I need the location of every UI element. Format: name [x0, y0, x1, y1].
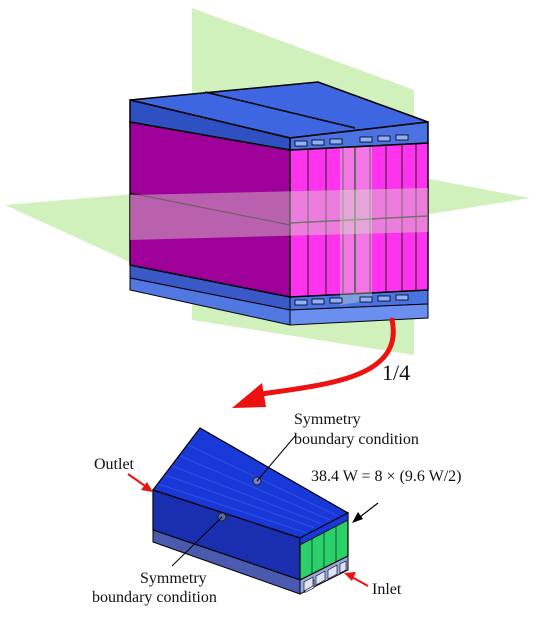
quarter-top-stripes: [157, 444, 339, 534]
quarter-bottom-side: [152, 529, 301, 595]
side-symmetry-leader: [171, 516, 223, 567]
top-symmetry-leader: [256, 434, 297, 482]
power-arrow-head: [352, 512, 363, 523]
vertical-plane-cut: [340, 100, 372, 305]
top-plate-notches: [294, 134, 409, 306]
quarter-inlet-slots: [303, 560, 347, 592]
symmetry-bottom-label-line1: Symmetry: [140, 570, 207, 587]
inlet-label: Inlet: [372, 581, 402, 598]
quarter-arrow-head: [232, 383, 266, 408]
symmetry-top-label-line1: Symmetry: [294, 411, 361, 428]
outlet-label: Outlet: [94, 456, 135, 473]
quarter-front-rim: [299, 512, 349, 546]
front-cell-dividers: [289, 144, 429, 296]
fraction-label: 1/4: [382, 360, 410, 385]
symmetry-bottom-label-line2: boundary condition: [92, 589, 217, 606]
inlet-arrow-head: [344, 572, 356, 581]
horizontal-plane-cut: [130, 188, 428, 240]
top-plate-front: [289, 121, 429, 151]
quarter-arrow-curve: [252, 317, 396, 398]
power-equation-label: 38.4 W = 8 × (9.6 W/2): [311, 468, 461, 485]
symmetry-top-label-line2: boundary condition: [294, 431, 419, 448]
outlet-arrow-head: [141, 482, 153, 492]
